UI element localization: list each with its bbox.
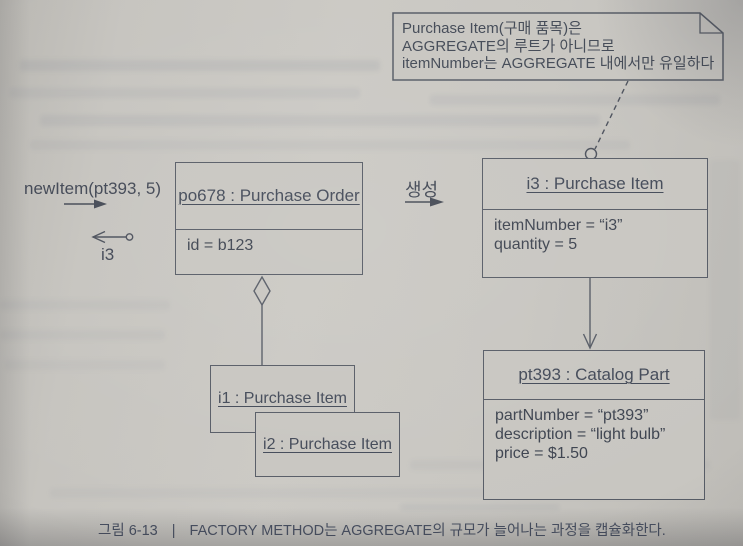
i3-to-catalog-arrowhead-icon — [582, 333, 598, 350]
method-call-arrowhead-icon — [94, 199, 107, 209]
object-title: i2 : Purchase Item — [263, 435, 392, 453]
note-line: itemNumber는 AGGREGATE 내에서만 유일하다 — [402, 55, 715, 72]
method-call-label: newItem(pt393, 5) — [24, 179, 162, 198]
bleed-smudge — [10, 88, 360, 98]
object-attribute: itemNumber = “i3” — [494, 217, 623, 234]
note-fold-icon — [699, 13, 723, 34]
object-box-purchase-item-i2: i2 : Purchase Item — [255, 412, 400, 477]
figure-number: 그림 6-13 — [98, 523, 158, 539]
return-arrowhead-icon — [91, 230, 106, 244]
object-attribute: price = $1.50 — [495, 445, 588, 462]
note-outline — [392, 12, 724, 81]
bleed-smudge — [0, 330, 165, 340]
bleed-smudge — [430, 95, 720, 105]
object-box-purchase-item-i3: i3 : Purchase Item itemNumber = “i3” qua… — [482, 158, 708, 278]
bleed-smudge — [30, 140, 630, 150]
creation-arrowhead-icon — [430, 197, 444, 207]
figure-caption: 그림 6-13 | FACTORY METHOD는 AGGREGATE의 규모가… — [98, 519, 666, 540]
object-attribute: description = “light bulb” — [495, 426, 666, 443]
object-title: pt393 : Catalog Part — [484, 351, 704, 400]
return-value-label: i3 — [101, 245, 115, 264]
bleed-smudge — [710, 160, 740, 420]
uml-note: Purchase Item(구매 품목)은 AGGREGATE의 루트가 아니므… — [402, 20, 714, 73]
bleed-smudge — [20, 60, 380, 71]
object-title: i3 : Purchase Item — [483, 159, 707, 210]
caption-separator: | — [171, 523, 176, 539]
creation-label: 생성 — [405, 180, 439, 200]
note-anchor-dashed-line — [594, 80, 629, 150]
caption-text: FACTORY METHOD는 AGGREGATE의 규모가 늘어나는 과정을 … — [189, 523, 666, 539]
bleed-smudge — [0, 300, 170, 310]
object-attribute: partNumber = “pt393” — [495, 407, 649, 424]
object-title: po678 : Purchase Order — [176, 163, 362, 230]
bleed-smudge — [50, 488, 650, 498]
bleed-smudge — [5, 360, 165, 370]
bleed-smudge — [40, 115, 600, 126]
bleed-smudge — [400, 504, 560, 510]
object-attribute: id = b123 — [187, 237, 254, 254]
aggregation-diamond-icon — [253, 275, 271, 307]
object-box-catalog-part: pt393 : Catalog Part partNumber = “pt393… — [483, 350, 705, 500]
object-attribute: quantity = 5 — [494, 236, 578, 253]
note-line: Purchase Item(구매 품목)은 — [402, 20, 582, 37]
object-title: i1 : Purchase Item — [218, 390, 347, 407]
note-line: AGGREGATE의 루트가 아니므로 — [402, 37, 615, 55]
return-arrow-circle-icon — [125, 233, 134, 241]
object-box-purchase-order: po678 : Purchase Order id = b123 — [175, 162, 363, 275]
